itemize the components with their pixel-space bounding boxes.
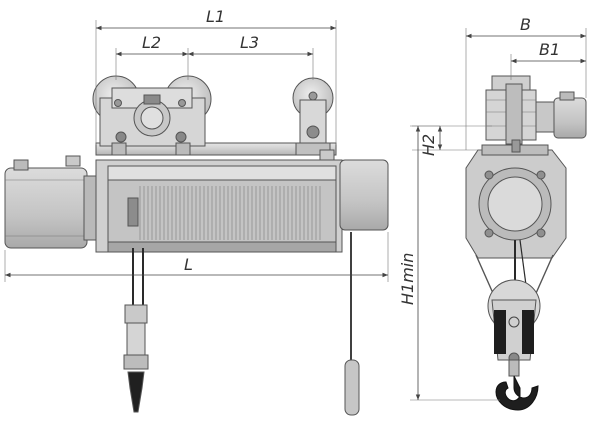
dim-L-label: L <box>184 255 193 274</box>
rope-drum <box>95 159 343 253</box>
hook-icon <box>495 375 539 411</box>
dim-L3-label: L3 <box>240 33 259 52</box>
dim-L1-label: L1 <box>206 7 225 26</box>
dim-B1-label: B1 <box>539 40 560 59</box>
control-pendant <box>344 232 360 416</box>
dim-H2-label: H2 <box>419 134 438 156</box>
hoist-motor <box>4 159 97 249</box>
dim-B-label: B <box>520 15 531 34</box>
side-view: B B1 H2 H1min <box>398 15 587 411</box>
front-view: L1 L2 L3 L <box>4 7 389 416</box>
left-trolley <box>92 75 212 156</box>
right-trolley <box>292 77 334 156</box>
side-housing <box>465 139 567 259</box>
hook-block-front <box>123 248 149 413</box>
drum-grooves <box>139 186 321 240</box>
dim-L2-label: L2 <box>142 33 161 52</box>
dim-H1min-label: H1min <box>398 253 417 305</box>
gearbox <box>339 159 389 231</box>
hook-block-side <box>487 279 541 377</box>
travel-motor <box>535 91 587 139</box>
